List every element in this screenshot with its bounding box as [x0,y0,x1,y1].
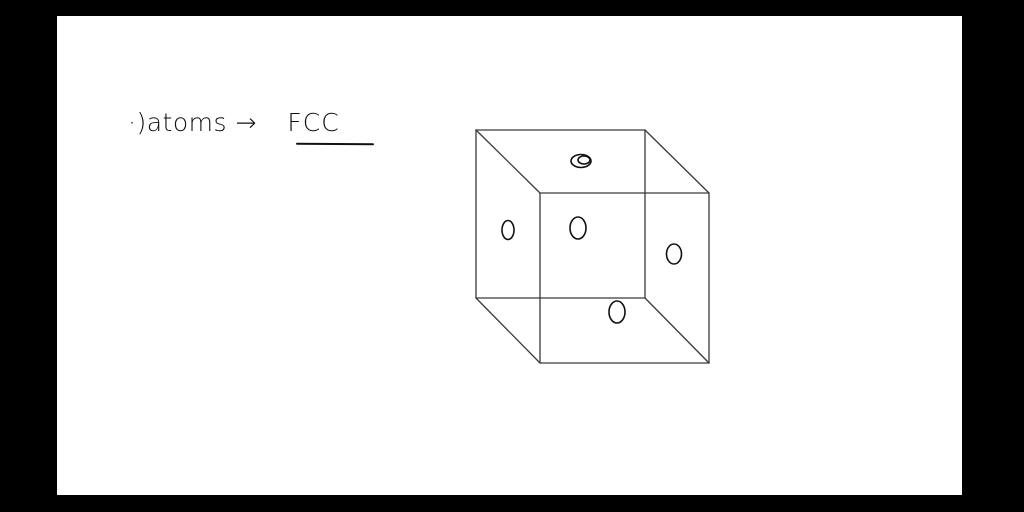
cube-edges [475,129,710,364]
face-centered-atoms [501,153,683,324]
cube-edge-connect-top-left [475,129,541,194]
atom-top-face [570,153,592,169]
atom-bottom-face [608,300,626,324]
cube-edge-connect-bottom-right [644,297,710,364]
cube-edge-connect-bottom-left [475,297,541,364]
atom-top-face-scribble [577,155,591,165]
whiteboard-canvas [57,16,962,495]
note-structure-fcc: FCC [287,108,340,137]
atom-back-face [569,216,587,240]
handwritten-note: ·)atoms → FCC [128,108,340,138]
note-arrow: → [235,108,257,137]
note-label: )atoms [136,108,228,137]
atom-left-face [501,219,515,241]
atom-right-face [665,243,683,265]
cube-edge-connect-top-right [644,129,710,194]
note-bullet: · [128,108,137,137]
